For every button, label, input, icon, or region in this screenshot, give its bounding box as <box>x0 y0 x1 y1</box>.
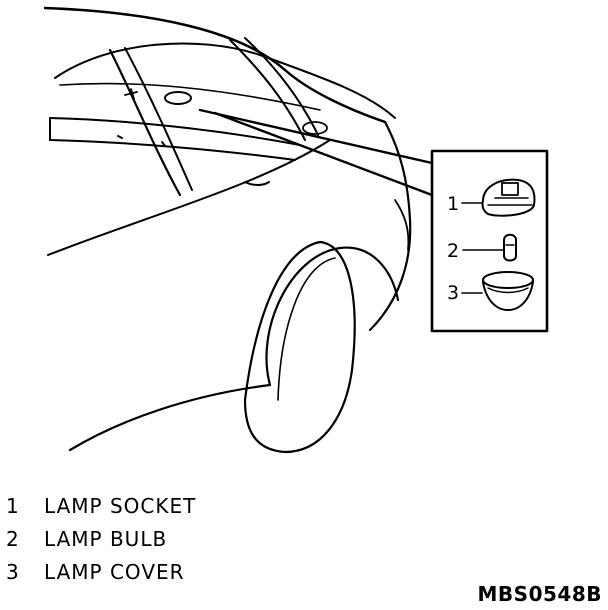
trunk-edge <box>54 42 396 119</box>
legend-label: LAMP SOCKET <box>44 494 197 518</box>
quarter-crease <box>394 199 410 251</box>
tire-inner <box>277 257 336 401</box>
callout-2: 2 <box>447 240 459 262</box>
lamp-opening <box>164 91 192 105</box>
leader-line-top <box>198 108 434 165</box>
lower-body-line <box>47 139 331 256</box>
handle-mark <box>124 88 138 100</box>
latch-mark <box>244 181 270 186</box>
lamp-cover-part <box>482 271 534 311</box>
side-molding-top <box>49 117 301 146</box>
leader-line-bottom <box>213 111 434 197</box>
figure-code: MBS0548B <box>477 582 602 606</box>
quarter-panel <box>368 120 412 332</box>
legend-item: 1 LAMP SOCKET <box>6 490 196 523</box>
car-rear-quarter-illustration: 1 2 3 <box>43 6 549 454</box>
roof-line <box>43 6 387 124</box>
legend-number: 2 <box>6 527 20 551</box>
legend-item: 2 LAMP BULB <box>6 523 196 556</box>
wheel-arch <box>68 246 400 452</box>
side-molding-bottom <box>49 139 296 161</box>
rear-window-edge <box>229 39 306 141</box>
legend-number: 1 <box>6 494 20 518</box>
legend-label: LAMP COVER <box>44 560 185 584</box>
legend-item: 3 LAMP COVER <box>6 556 196 589</box>
tire-outer <box>243 240 356 454</box>
small-mark-2 <box>161 141 166 147</box>
lamp-socket-part <box>481 178 536 217</box>
callout-3: 3 <box>447 282 459 304</box>
rear-lamp-mark <box>302 121 328 135</box>
c-pillar-inner <box>124 47 193 191</box>
lamp-bulb-part <box>503 233 517 262</box>
legend-number: 3 <box>6 560 20 584</box>
door-line <box>59 82 321 111</box>
small-mark <box>117 135 123 139</box>
parts-legend: 1 LAMP SOCKET 2 LAMP BULB 3 LAMP COVER <box>6 490 196 589</box>
detail-box <box>430 149 549 333</box>
legend-label: LAMP BULB <box>44 527 168 551</box>
callout-1: 1 <box>447 193 459 215</box>
